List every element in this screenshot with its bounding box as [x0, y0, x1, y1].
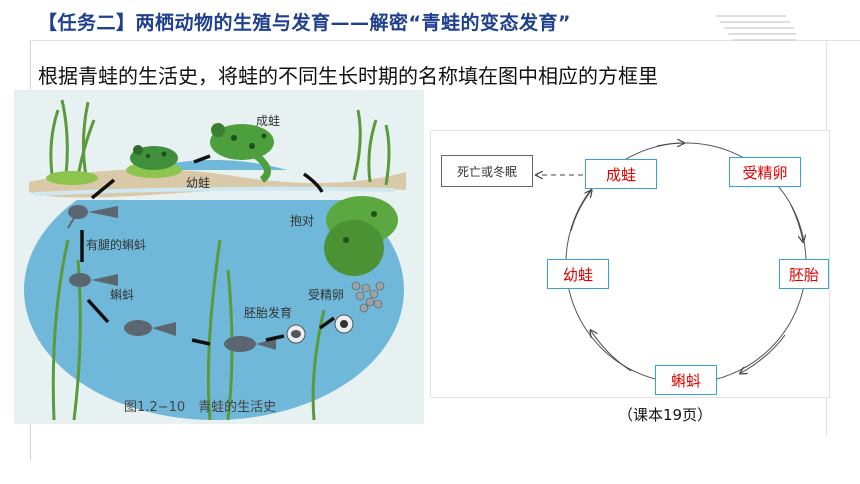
stripe-lines: [716, 15, 796, 41]
embryo-core: [291, 330, 301, 338]
death-or-hibernation-box: 死亡或冬眠: [441, 155, 533, 187]
life-cycle-diagram: 成蛙 受精卵 胚胎 蝌蚪 幼蛙 死亡或冬眠: [430, 130, 830, 398]
adult-frog-drawing: [210, 123, 274, 183]
lily-pad: [46, 171, 98, 185]
frog-life-history-illustration: 成蛙 幼蛙 抱对 受精卵 胚胎发育 蝌蚪 有腿的蝌蚪 图1.2−10 青蛙的生活…: [14, 90, 424, 424]
label-amplexus: 抱对: [290, 214, 315, 228]
froglet-drawing: [130, 145, 178, 170]
stage-froglet: 幼蛙: [547, 259, 609, 289]
textbook-reference: （课本19页）: [618, 406, 713, 424]
stage-adult-frog: 成蛙: [585, 159, 657, 189]
decorative-stripes: [716, 15, 796, 41]
page-title: 【任务二】两栖动物的生殖与发育——解密“青蛙的变态发育”: [38, 12, 571, 34]
top-rule-line: [30, 40, 860, 41]
label-froglet: 幼蛙: [186, 176, 211, 190]
label-legged-tadpole: 有腿的蝌蚪: [86, 238, 147, 252]
cycle-arrowheads: [570, 143, 803, 373]
stage-embryo: 胚胎: [779, 259, 829, 289]
label-fertilized-egg: 受精卵: [308, 288, 345, 302]
instruction-text: 根据青蛙的生活史，将蛙的不同生长时期的名称填在图中相应的方框里: [38, 64, 658, 88]
tadpoles: [67, 205, 276, 352]
water-surface: [33, 186, 395, 196]
amplexus-frogs-drawing: [324, 196, 398, 276]
stage-tadpole: 蝌蚪: [655, 365, 717, 395]
figure-caption: 图1.2−10 青蛙的生活史: [124, 400, 277, 415]
egg-yolk: [340, 320, 348, 328]
egg-mass: [351, 281, 385, 313]
label-tadpole: 蝌蚪: [110, 288, 135, 302]
stage-fertilized-egg: 受精卵: [729, 157, 801, 187]
label-adult: 成蛙: [256, 114, 281, 128]
cycle-arrows: [80, 154, 336, 346]
label-embryo: 胚胎发育: [244, 306, 293, 320]
illustration-art: [24, 99, 406, 421]
